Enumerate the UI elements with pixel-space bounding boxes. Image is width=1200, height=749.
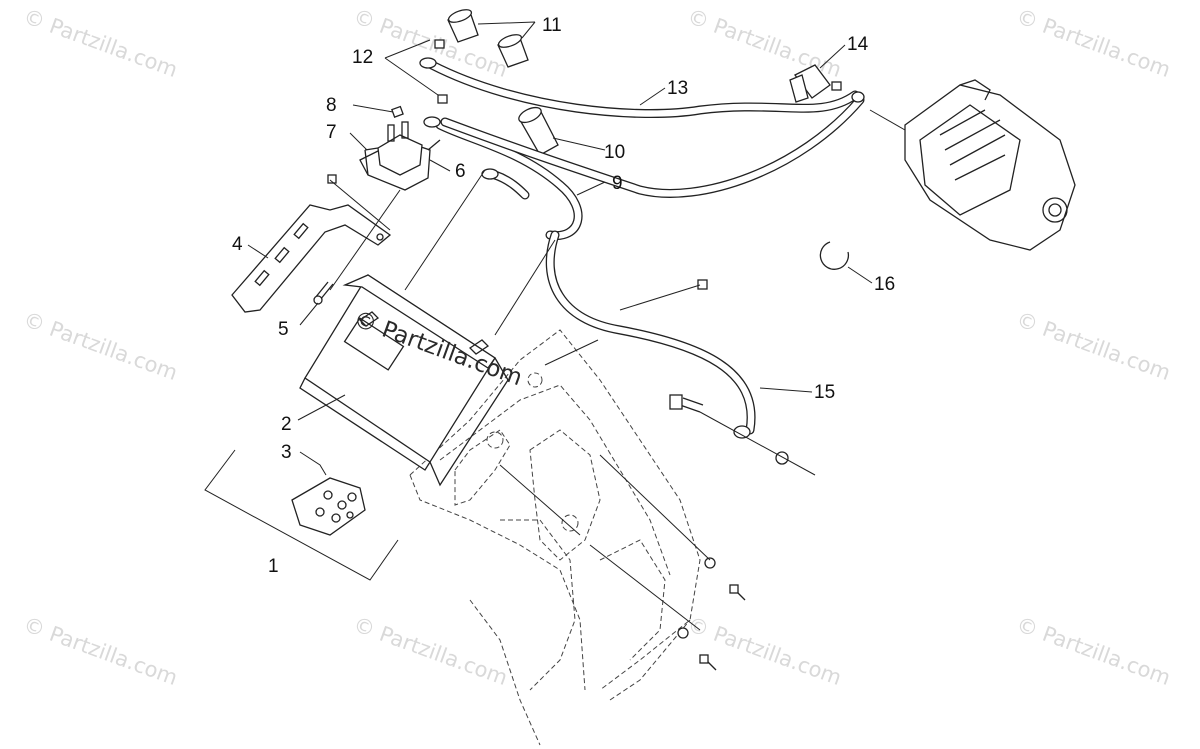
part-6-terminal-boot	[427, 139, 441, 151]
watermark: © Partzilla.com	[1013, 612, 1173, 690]
frame-fasteners	[327, 174, 746, 671]
part-4-hold-down-strap	[231, 204, 392, 313]
watermark: © Partzilla.com	[350, 612, 510, 690]
part-1-hardware-kit-bracket	[204, 449, 399, 581]
callout-14: 14	[847, 34, 869, 55]
callout-4: 4	[232, 234, 243, 255]
starter-motor	[904, 79, 1076, 251]
callout-3: 3	[281, 442, 292, 463]
leader-lines	[247, 21, 873, 476]
part-12-nuts	[434, 39, 448, 104]
part-16-clip	[819, 241, 850, 270]
part-7-solenoid	[359, 121, 431, 191]
callout-13: 13	[667, 78, 688, 99]
part-11-terminal-boots	[447, 9, 529, 68]
callout-12: 12	[352, 47, 373, 68]
part-3-terminal-hardware	[291, 477, 366, 536]
callout-16: 16	[874, 274, 895, 295]
watermark: © Partzilla.com	[350, 4, 510, 82]
callout-6: 6	[455, 161, 466, 182]
part-14-starter-boot	[789, 64, 842, 103]
callout-7: 7	[326, 122, 337, 143]
watermark: © Partzilla.com	[684, 4, 844, 82]
watermark: © Partzilla.com	[20, 4, 180, 82]
part-10-terminal-boot	[518, 106, 559, 156]
watermark: © Partzilla.com	[684, 612, 844, 690]
callout-10: 10	[604, 142, 625, 163]
callout-1: 1	[268, 556, 279, 577]
callout-2: 2	[281, 414, 292, 435]
watermark: © Partzilla.com	[20, 612, 180, 690]
watermark: © Partzilla.com	[1013, 4, 1173, 82]
assembly-lines	[329, 109, 906, 631]
callout-5: 5	[278, 319, 289, 340]
part-9-cable	[423, 116, 583, 241]
frame-outline	[409, 329, 701, 746]
watermark: © Partzilla.com	[1013, 307, 1173, 385]
callout-labels: 1 2 3 4 5 6 7 8 9 10 11 12 13 14 15 16	[232, 15, 895, 577]
part-15-ground-cable	[545, 230, 789, 465]
callout-11: 11	[542, 15, 562, 36]
callout-9: 9	[612, 173, 623, 194]
watermark: © Partzilla.com	[20, 307, 180, 385]
callout-15: 15	[814, 382, 835, 403]
part-8-nut	[391, 105, 404, 118]
part-13-starter-cable	[419, 57, 865, 198]
part-5-bolt	[313, 281, 334, 305]
part-2-battery	[299, 274, 509, 487]
callout-8: 8	[326, 95, 337, 116]
